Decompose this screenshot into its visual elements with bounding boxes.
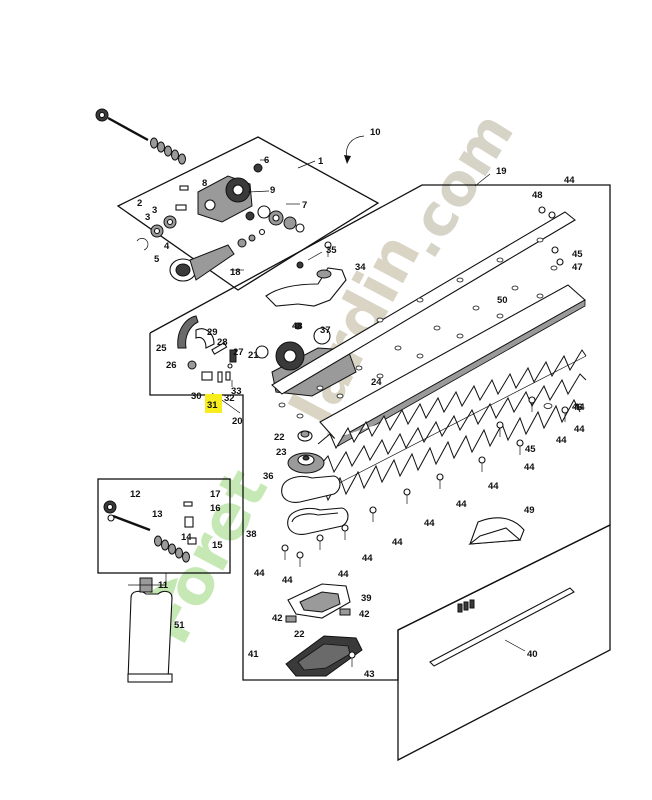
callout-44m: 44 [574, 402, 585, 413]
gear-ring-25 [177, 315, 215, 349]
callout-44f: 44 [362, 553, 373, 564]
callout-36: 36 [263, 471, 274, 482]
callout-10: 10 [370, 127, 381, 138]
callout-35: 35 [326, 245, 337, 256]
callout-4: 4 [164, 241, 170, 252]
clamp-housing-18 [169, 228, 266, 282]
callout-2: 2 [137, 198, 142, 209]
callout-32: 32 [224, 393, 235, 404]
callout-46: 46 [572, 402, 583, 413]
callout-38: 38 [246, 529, 257, 540]
gasket-39 [287, 583, 351, 619]
frame-blade-strip-group [397, 523, 611, 762]
callout-44j: 44 [556, 435, 567, 446]
callout-45a: 45 [572, 249, 583, 260]
callout-37: 37 [320, 325, 331, 336]
gear-head-housing [197, 163, 263, 223]
callout-3: 3 [145, 212, 150, 223]
callout-45b: 45 [525, 444, 536, 455]
callout-24: 24 [371, 377, 382, 388]
callout-8: 8 [202, 178, 207, 189]
callout-5: 5 [154, 254, 160, 265]
callout-7: 7 [302, 200, 307, 211]
callout-44a: 44 [524, 462, 535, 473]
callout-22b: 22 [294, 629, 305, 640]
callout-25: 25 [156, 343, 167, 354]
callout-29: 29 [207, 327, 218, 338]
callout-11: 11 [158, 580, 169, 591]
callout-43: 43 [364, 669, 375, 680]
frame-shaft-kit-group [97, 478, 231, 574]
callout-48: 48 [532, 190, 543, 201]
eccentric-plates-36-38 [281, 475, 349, 535]
callout-17: 17 [210, 489, 221, 500]
callout-31-highlight [205, 394, 222, 413]
callout-41: 41 [248, 649, 259, 660]
callout-49: 49 [524, 505, 535, 516]
bearing-set-left [136, 185, 189, 251]
small-parts-26-33 [187, 342, 237, 383]
drive-shaft-assembly [95, 108, 186, 165]
callout-51: 51 [174, 620, 185, 631]
callout-34: 34 [355, 262, 366, 273]
callout-6: 6 [264, 155, 269, 166]
callout-18: 18 [230, 267, 241, 278]
shaft-kit-parts [103, 500, 197, 563]
callout-44g: 44 [338, 569, 349, 580]
callout-20: 20 [232, 416, 243, 427]
callout-1: 1 [318, 156, 324, 167]
handle-lever-34 [265, 251, 347, 307]
callout-30: 30 [191, 391, 202, 402]
callout-19: 19 [496, 166, 507, 177]
callout-16: 16 [210, 503, 221, 514]
callout-44k: 44 [574, 424, 585, 435]
callout-23: 23 [276, 447, 287, 458]
callout-21: 21 [248, 350, 259, 361]
callout-9: 9 [270, 185, 275, 196]
callout-44l: 44 [564, 175, 575, 186]
screws [278, 206, 569, 667]
callout-28: 28 [217, 337, 228, 348]
callout-44h: 44 [282, 575, 293, 586]
callout-31: 31 [207, 400, 218, 411]
callout-3b: 3 [152, 205, 157, 216]
callout-39: 39 [361, 593, 372, 604]
drive-gear-23 [287, 430, 325, 474]
callout-44i: 44 [254, 568, 265, 579]
blade-guard-49 [468, 517, 525, 545]
callout-47: 47 [572, 262, 583, 273]
callout-33: 33 [231, 386, 242, 397]
bearing-set-right [257, 205, 305, 233]
cutting-blades [309, 349, 587, 502]
callout-22: 22 [274, 432, 285, 443]
rotation-arrow-10 [344, 135, 365, 164]
callout-13: 13 [152, 509, 163, 520]
callout-42a: 42 [272, 613, 283, 624]
callout-44c: 44 [456, 499, 467, 510]
callout-50: 50 [497, 295, 508, 306]
callout-26: 26 [166, 360, 177, 371]
blade-strip-40 [429, 587, 575, 667]
callout-42b: 42 [359, 609, 370, 620]
callout-12: 12 [130, 489, 141, 500]
grease-tube-51 [127, 577, 173, 683]
callout-14: 14 [181, 532, 192, 543]
callout-40: 40 [527, 649, 538, 660]
callout-labels: 1 2 3 3 4 5 6 7 8 9 10 11 12 13 14 15 16… [130, 127, 585, 680]
callout-44b: 44 [488, 481, 499, 492]
bottom-cover-22 [285, 608, 363, 677]
callout-44d: 44 [424, 518, 435, 529]
callout-48b: 48 [292, 321, 303, 332]
callout-44e: 44 [392, 537, 403, 548]
callout-27: 27 [233, 347, 244, 358]
blade-guide-rail-50 [271, 211, 586, 447]
callout-15: 15 [212, 540, 223, 551]
